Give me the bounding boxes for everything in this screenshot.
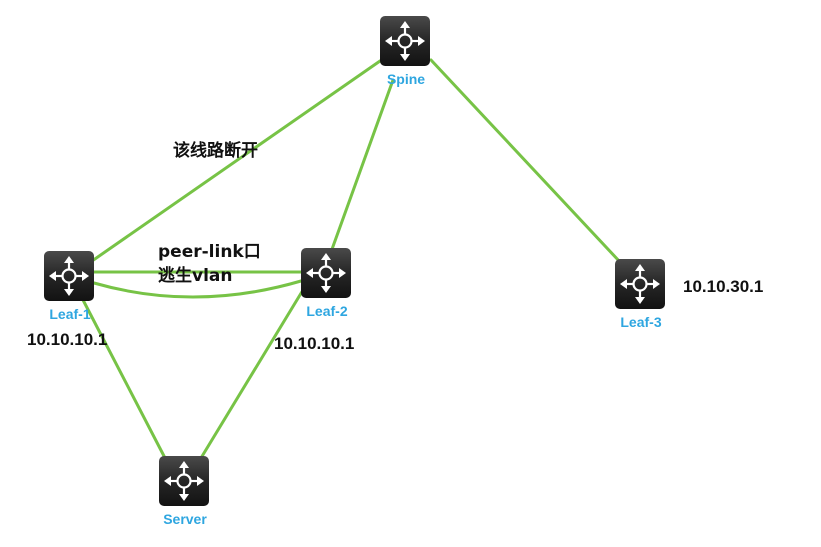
link-spine-leaf2 (329, 78, 395, 254)
spine-label: Spine (387, 71, 425, 87)
leaf1-ip-label: 10.10.10.1 (27, 330, 107, 349)
leaf2-ip-label: 10.10.10.1 (274, 334, 354, 353)
leaf3-label: Leaf-3 (620, 314, 661, 330)
server-label: Server (163, 511, 207, 527)
link-spine-leaf3 (429, 58, 622, 264)
switch-icon (613, 257, 667, 311)
leaf1-label: Leaf-1 (49, 306, 90, 322)
link-leaf1-server (80, 296, 167, 460)
switch-icon (157, 454, 211, 508)
leaf2-node[interactable]: Leaf-2 (299, 246, 353, 319)
broken-link-note: 该线路断开 (173, 140, 258, 161)
leaf2-label: Leaf-2 (306, 303, 347, 319)
switch-icon (42, 249, 96, 303)
switch-icon (378, 14, 432, 68)
spine-node[interactable]: Spine (378, 14, 432, 87)
leaf3-node[interactable]: Leaf-3 (613, 257, 667, 330)
link-spine-leaf1 (90, 59, 382, 263)
peer-link-note: peer-link口 (158, 242, 261, 262)
leaf1-node[interactable]: Leaf-1 (42, 249, 96, 322)
server-node[interactable]: Server (157, 454, 211, 527)
link-leaf1-leaf2-escape (92, 279, 303, 299)
escape-vlan-note: 逃生vlan (158, 265, 232, 286)
leaf3-ip-label: 10.10.30.1 (683, 277, 763, 296)
link-leaf2-server (199, 288, 305, 460)
switch-icon (299, 246, 353, 300)
